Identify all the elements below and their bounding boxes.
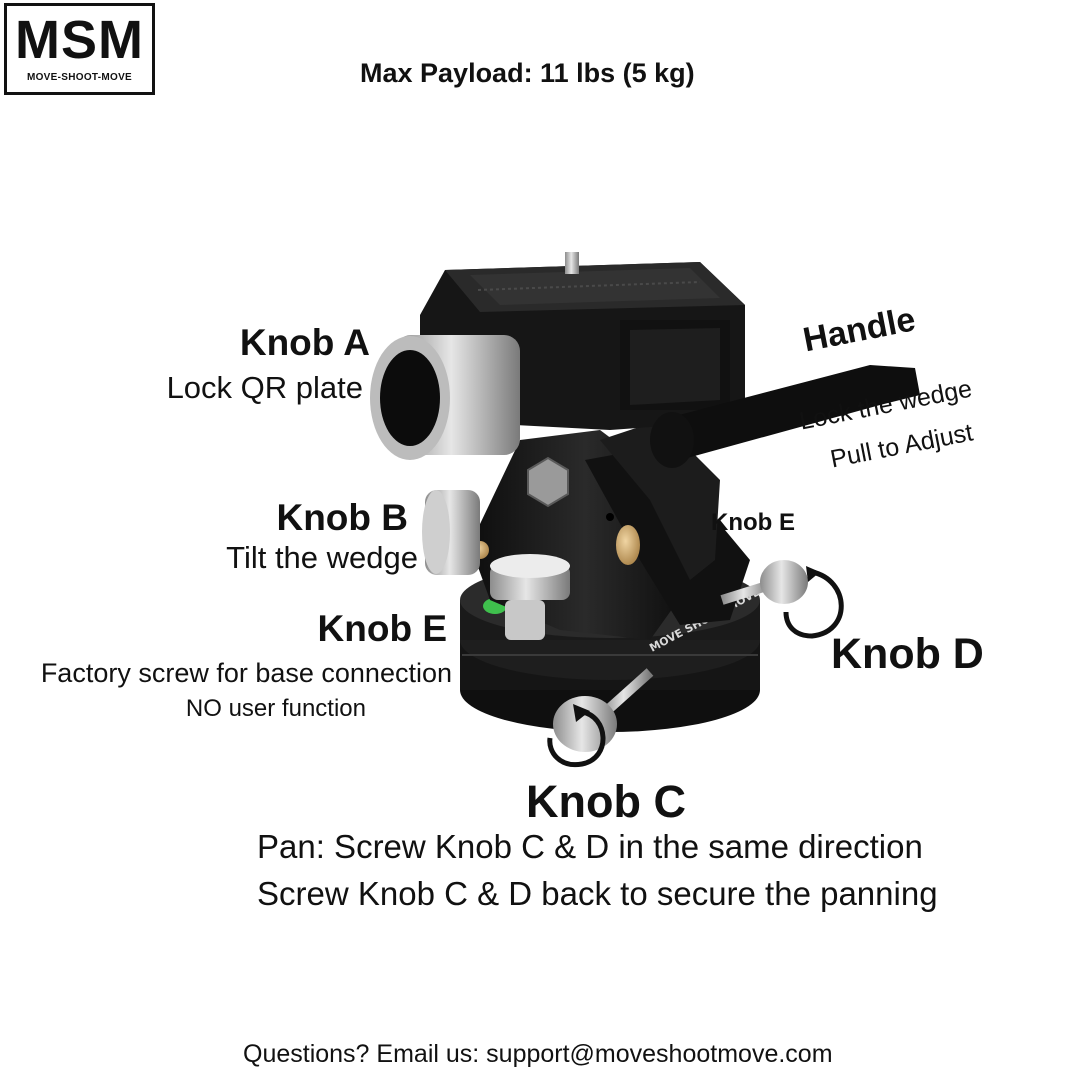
brand-logo: MSM MOVE-SHOOT-MOVE bbox=[4, 3, 155, 95]
max-payload-heading: Max Payload: 11 lbs (5 kg) bbox=[360, 58, 695, 88]
logo-subtitle: MOVE-SHOOT-MOVE bbox=[26, 72, 133, 83]
pivot-dot bbox=[606, 513, 614, 521]
brass-bushing-right bbox=[616, 525, 640, 565]
knob-e-title: Knob E bbox=[317, 608, 447, 649]
knob-a-description: Lock QR plate bbox=[166, 370, 363, 405]
handle-lever bbox=[650, 365, 920, 468]
knob-a-icon bbox=[370, 335, 520, 460]
support-contact: Questions? Email us: support@moveshootmo… bbox=[243, 1040, 833, 1068]
pan-instruction: Pan: Screw Knob C & D in the same direct… bbox=[257, 828, 923, 865]
knob-d-title: Knob D bbox=[831, 630, 984, 678]
hex-bolt bbox=[527, 456, 569, 508]
knob-d-rotate-arrow bbox=[783, 569, 844, 639]
knob-e-left-icon bbox=[490, 554, 570, 640]
knob-e-small-label: Knob E bbox=[711, 509, 795, 536]
knob-e-description: Factory screw for base connection bbox=[40, 658, 452, 688]
logo-mark: MSM bbox=[15, 10, 144, 70]
knob-b-description: Tilt the wedge bbox=[226, 540, 418, 575]
knob-b-icon bbox=[422, 490, 480, 575]
knob-d-icon bbox=[720, 560, 808, 605]
knob-c-rotate-arrow bbox=[547, 709, 606, 768]
pan-secure-instruction: Screw Knob C & D back to secure the pann… bbox=[257, 875, 938, 912]
knob-c-title: Knob C bbox=[526, 776, 686, 827]
knob-a-title: Knob A bbox=[239, 322, 370, 363]
knob-b-title: Knob B bbox=[276, 497, 408, 538]
knob-e-note: NO user function bbox=[185, 695, 366, 722]
camera-screw bbox=[565, 252, 579, 274]
